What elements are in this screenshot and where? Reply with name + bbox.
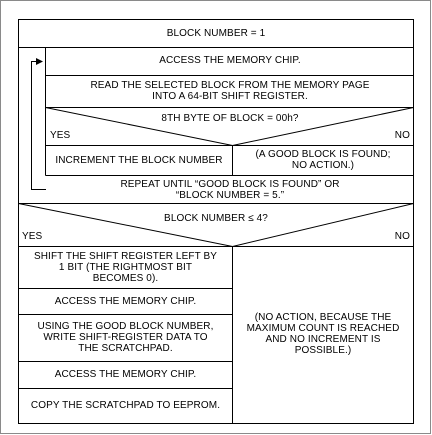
- shift-register-line1: SHIFT THE SHIFT REGISTER LEFT BY: [33, 251, 218, 262]
- loop-arrowhead: [36, 58, 43, 65]
- write-scratchpad-line1: USING THE GOOD BLOCK NUMBER,: [37, 321, 214, 332]
- block-init-text: BLOCK NUMBER = 1: [166, 28, 266, 39]
- decision2-diagonal-left: [18, 203, 233, 247]
- no-action-line4: POSSIBLE.): [294, 345, 352, 356]
- access-chip-3-text: ACCESS THE MEMORY CHIP.: [54, 369, 197, 380]
- shift-register-line3: BECOMES 0).: [92, 273, 159, 284]
- chart-outline: [18, 19, 414, 424]
- decision1-yes-label: YES: [50, 130, 71, 141]
- loop-back-arrow: [31, 61, 46, 190]
- decision1-diagonal-right: [232, 107, 414, 146]
- copy-scratchpad-text: COPY THE SCRATCHPAD TO EEPROM.: [30, 400, 221, 411]
- no-action-line3: AND NO INCREMENT IS: [265, 334, 381, 345]
- decision1-diagonal-left: [45, 107, 233, 146]
- write-scratchpad-line2: WRITE SHIFT-REGISTER DATA TO: [43, 332, 208, 343]
- decision2-yes-label: YES: [22, 231, 43, 242]
- decision2-no-label: NO: [394, 231, 410, 242]
- read-block-line1: READ THE SELECTED BLOCK FROM THE MEMORY …: [90, 80, 370, 91]
- increment-block-text: INCREMENT THE BLOCK NUMBER: [55, 155, 223, 166]
- read-block-line2: INTO A 64-BIT SHIFT REGISTER.: [152, 91, 308, 102]
- good-block-line2: NO ACTION.): [291, 160, 355, 171]
- decision1-no-label: NO: [394, 130, 410, 141]
- no-action-line2: MAXIMUM COUNT IS REACHED: [246, 323, 400, 334]
- repeat-line2: “BLOCK NUMBER = 5.”: [175, 190, 285, 201]
- decision2-question: BLOCK NUMBER ≤ 4?: [164, 213, 268, 224]
- write-scratchpad-line3: THE SCRATCHPAD.: [78, 343, 173, 354]
- no-action-line1: (NO ACTION, BECAUSE THE: [254, 312, 392, 323]
- good-block-line1: (A GOOD BLOCK IS FOUND;: [255, 149, 391, 160]
- shift-register-line2: 1 BIT (THE RIGHTMOST BIT: [58, 262, 193, 273]
- access-chip-2-text: ACCESS THE MEMORY CHIP.: [54, 296, 197, 307]
- decision2-diagonal-right: [232, 203, 414, 247]
- decision1-question: 8TH BYTE OF BLOCK = 00h?: [161, 113, 299, 124]
- repeat-line1: REPEAT UNTIL “GOOD BLOCK IS FOUND” OR: [120, 179, 340, 190]
- access-chip-text: ACCESS THE MEMORY CHIP.: [159, 55, 301, 66]
